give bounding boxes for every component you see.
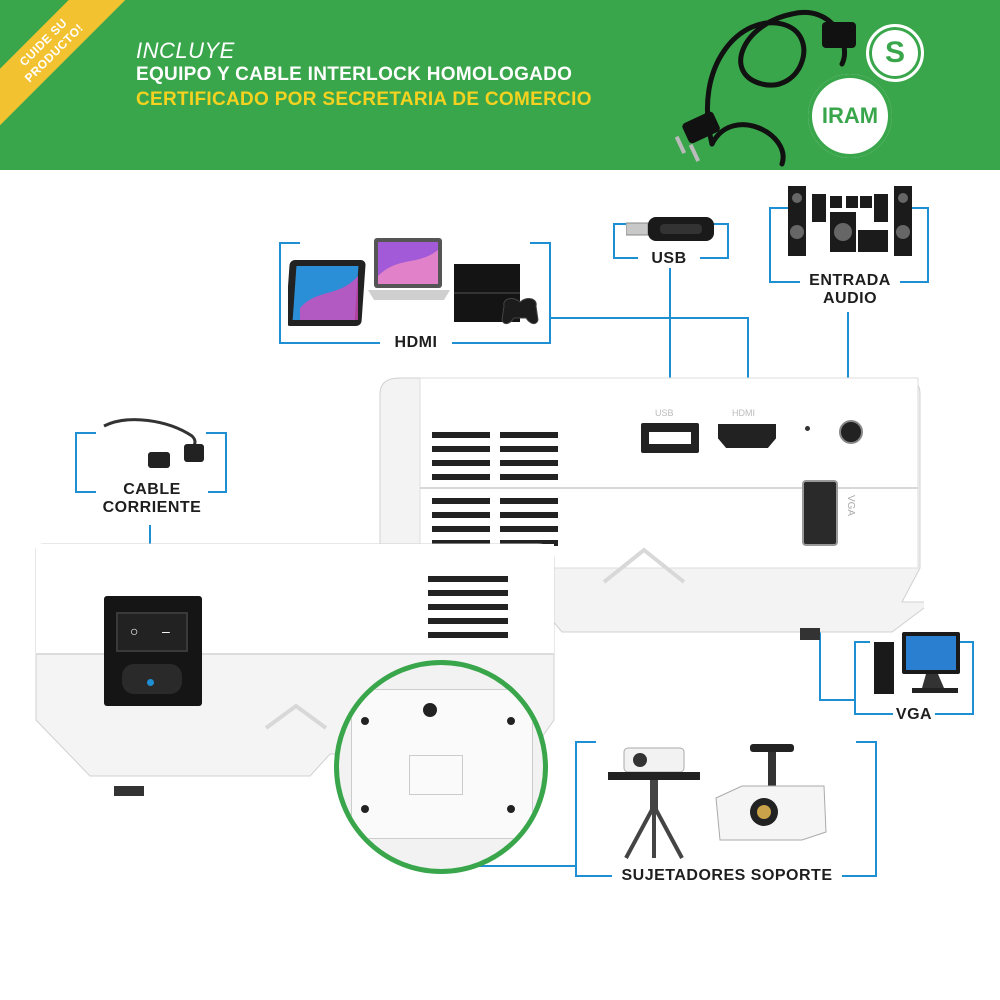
iram-seal-icon: IRAM: [808, 74, 892, 158]
label-usb: USB: [640, 250, 698, 268]
label-vga: VGA: [893, 706, 935, 724]
certification-banner: CUIDE SU PRODUCTO! INCLUYE EQUIPO Y CABL…: [0, 0, 1000, 170]
power-cable-icon: [103, 418, 204, 468]
hdmi-port-text: HDMI: [732, 408, 755, 418]
power-switch[interactable]: ○ –: [116, 612, 188, 652]
mount-zoom-circle: [334, 660, 548, 874]
label-audio-line1: ENTRADA: [809, 272, 891, 289]
usb-port: [641, 423, 699, 453]
tripod-projector-icon: [608, 747, 700, 859]
iram-seal-text: IRAM: [821, 103, 879, 128]
speakers-icon: [788, 186, 912, 256]
usb-port-text: USB: [655, 408, 674, 418]
cable-callout-dot: [147, 679, 154, 686]
power-cable-icon: [674, 9, 856, 167]
banner-certification: CERTIFICADO POR SECRETARIA DE COMERCIO: [136, 89, 592, 110]
label-hdmi: HDMI: [384, 334, 448, 352]
banner-includes: INCLUYE: [136, 38, 235, 63]
desktop-pc-icon: [874, 632, 960, 694]
label-mounts: SUJETADORES SOPORTE: [612, 867, 842, 885]
s-seal-text: S: [884, 36, 905, 69]
vga-port-text: VGA: [845, 494, 857, 517]
label-audio-line2: AUDIO: [822, 290, 878, 307]
hdmi-port: [718, 424, 776, 448]
laptop-icon: [368, 238, 450, 300]
banner-headline: EQUIPO Y CABLE INTERLOCK HOMOLOGADO: [136, 64, 573, 85]
game-console-icon: [454, 264, 539, 325]
ir-sensor: [805, 426, 810, 431]
usb-stick-icon: [626, 217, 714, 241]
label-cable-line1: CABLE: [123, 481, 181, 498]
power-panel: ○ –: [104, 596, 202, 706]
vga-port: [802, 480, 838, 546]
label-cable-line2: CORRIENTE: [102, 499, 202, 516]
label-power-cable: CABLE CORRIENTE: [96, 481, 208, 517]
tablet-icon: [288, 260, 366, 326]
ceiling-projector-icon: [715, 744, 827, 841]
audio-jack: [839, 420, 863, 444]
s-seal-icon: S: [866, 24, 924, 82]
label-audio: ENTRADA AUDIO: [800, 272, 900, 308]
